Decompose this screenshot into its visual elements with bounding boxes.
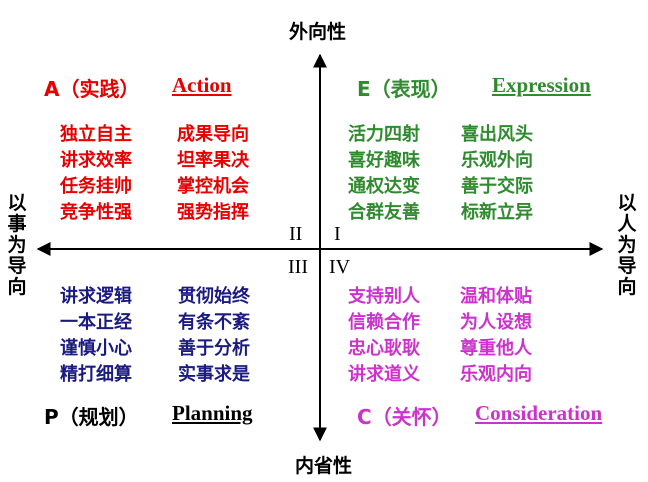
trait-item: 有条不紊 [178, 312, 250, 333]
expression-cn: （表现） [370, 77, 451, 101]
roman-q4: IV [329, 256, 351, 278]
planning-title: P（规划） [44, 401, 139, 430]
planning-cn: （规划） [58, 405, 139, 429]
consideration-cn: （关怀） [371, 405, 452, 429]
trait-item: 为人设想 [460, 312, 532, 333]
expression-letter: E [357, 77, 371, 101]
trait-item: 坦率果决 [177, 150, 249, 171]
roman-q2: II [289, 223, 303, 245]
trait-item: 乐观内向 [460, 364, 532, 385]
trait-item: 讲求效率 [60, 150, 132, 171]
axis-char: 以 [617, 192, 637, 214]
trait-item: 讲求逻辑 [60, 286, 132, 307]
trait-item: 乐观外向 [461, 150, 533, 171]
trait-item: 温和体贴 [460, 286, 532, 307]
axis-char: 以 [7, 192, 27, 214]
trait-item: 强势指挥 [177, 202, 249, 223]
trait-item: 善于分析 [178, 338, 250, 359]
trait-item: 喜好趣味 [348, 150, 420, 171]
consideration-title: C（关怀） [357, 401, 452, 430]
trait-item: 成果导向 [177, 124, 249, 145]
trait-item: 支持别人 [348, 286, 420, 307]
roman-q1: I [334, 223, 341, 245]
trait-item: 贯彻始终 [178, 286, 250, 307]
axis-char: 导 [7, 255, 27, 277]
consideration-en: Consideration [475, 401, 603, 425]
trait-item: 善于交际 [461, 176, 533, 197]
trait-item: 竞争性强 [60, 202, 132, 223]
axis-label-top: 外向性 [289, 21, 347, 43]
axis-label-right: 以人为导向 [616, 193, 638, 298]
trait-item: 信赖合作 [348, 312, 420, 333]
trait-item: 精打细算 [60, 364, 132, 385]
planning-en: Planning [172, 401, 253, 425]
axis-char: 导 [617, 255, 637, 277]
trait-item: 喜出风头 [461, 124, 533, 145]
action-letter: A [44, 77, 60, 101]
trait-item: 讲求道义 [348, 364, 420, 385]
action-cn: （实践） [59, 77, 140, 101]
roman-q3: III [288, 256, 308, 278]
action-title: A（实践） [44, 73, 139, 102]
axis-char: 人 [617, 213, 637, 235]
trait-item: 一本正经 [60, 312, 132, 333]
trait-item: 独立自主 [60, 124, 132, 145]
planning-letter: P [44, 405, 59, 429]
consideration-letter: C [357, 405, 372, 429]
action-en: Action [172, 73, 232, 97]
axis-label-left: 以事为导向 [6, 193, 28, 298]
trait-item: 尊重他人 [460, 338, 532, 359]
trait-item: 实事求是 [178, 364, 250, 385]
axis-char: 为 [7, 234, 27, 256]
axis-label-right-text: 以人为导向 [617, 193, 636, 298]
axis-char: 向 [7, 276, 27, 298]
trait-item: 合群友善 [348, 202, 420, 223]
expression-title: E（表现） [357, 73, 451, 102]
axis-char: 向 [617, 276, 637, 298]
trait-item: 标新立异 [461, 202, 533, 223]
trait-item: 谨慎小心 [60, 338, 132, 359]
trait-item: 任务挂帅 [60, 176, 132, 197]
axis-char: 为 [617, 234, 637, 256]
trait-item: 掌控机会 [177, 176, 249, 197]
axis-char: 事 [7, 213, 27, 235]
trait-item: 活力四射 [348, 124, 420, 145]
expression-en: Expression [492, 73, 591, 97]
axis-label-bottom: 内省性 [295, 455, 353, 477]
axis-label-left-text: 以事为导向 [7, 193, 26, 298]
trait-item: 通权达变 [348, 176, 420, 197]
trait-item: 忠心耿耿 [348, 338, 420, 359]
